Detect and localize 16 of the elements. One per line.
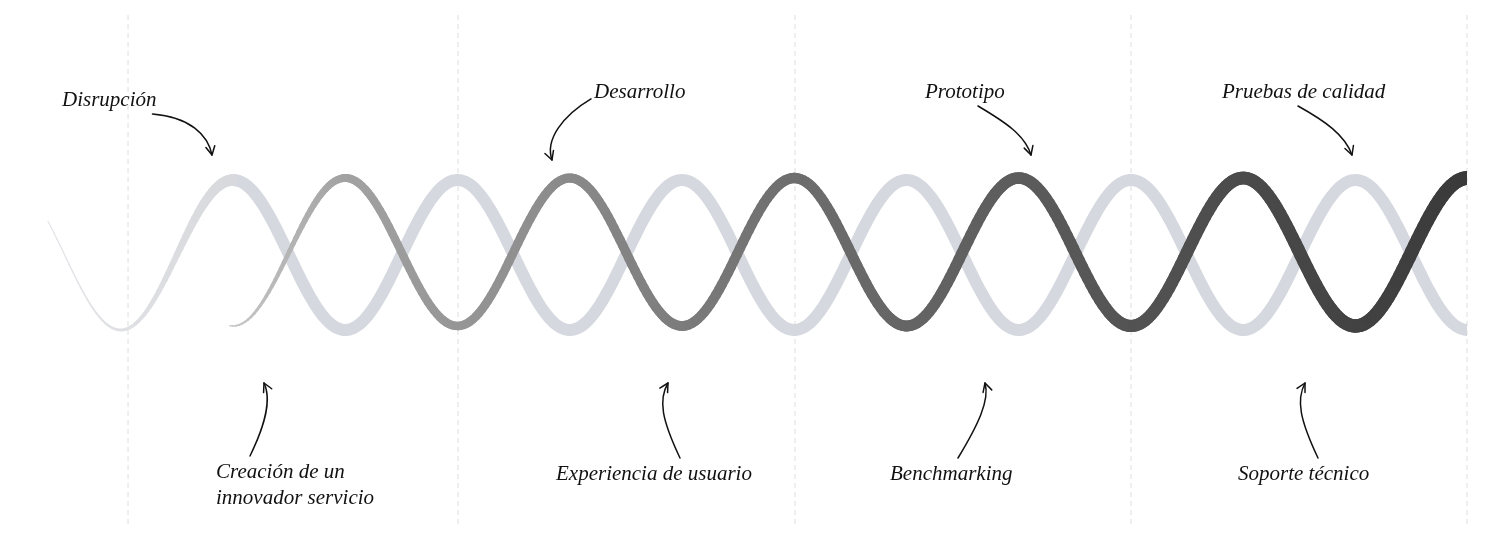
- annotation-text: Disrupción: [62, 86, 157, 112]
- curved-arrow: [249, 382, 272, 457]
- curved-arrow: [1297, 105, 1354, 156]
- annotation-text: Soporte técnico: [1238, 460, 1370, 486]
- annotation-text: Desarrollo: [594, 78, 686, 104]
- curved-arrow: [1296, 382, 1319, 459]
- annotation-text: Benchmarking: [890, 460, 1013, 486]
- curved-arrow: [544, 98, 592, 161]
- annotation-text: Prototipo: [925, 78, 1005, 104]
- curved-arrow: [151, 113, 215, 156]
- annotation-text: Pruebas de calidad: [1222, 78, 1386, 104]
- curved-arrow: [957, 382, 992, 459]
- annotation-text: Experiencia de usuario: [556, 460, 752, 486]
- curved-arrow: [659, 382, 681, 459]
- curved-arrow: [977, 105, 1034, 156]
- annotation-text: Creación de un innovador servicio: [216, 458, 388, 510]
